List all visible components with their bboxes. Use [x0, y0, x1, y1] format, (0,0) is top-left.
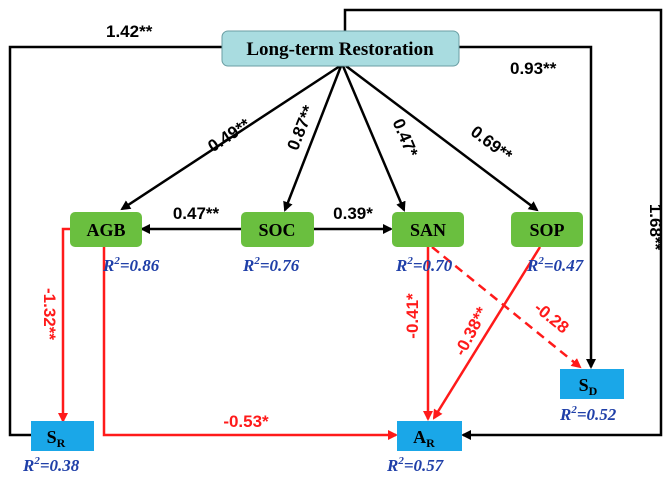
svg-text:SD: SD: [579, 375, 598, 398]
node-agb: AGB: [70, 212, 142, 247]
coef-agb-ar: -0.53*: [223, 412, 269, 431]
path-root-agb: [120, 64, 341, 211]
path-sop-ar: [432, 246, 542, 420]
coef-root-san: 0.47*: [389, 116, 422, 160]
node-sop: SOP: [511, 212, 583, 247]
path-san-sd: [431, 246, 582, 369]
coef-root-ar: 1.68**: [646, 204, 665, 251]
svg-text:SR: SR: [47, 427, 66, 450]
r2-sr: R2=0.38: [22, 455, 80, 475]
r2-san: R2=0.70: [395, 255, 453, 275]
svg-text:SOC: SOC: [258, 220, 295, 240]
coef-root-soc: 0.87**: [283, 103, 318, 153]
r2-agb: R2=0.86: [102, 255, 160, 275]
path-root-san: [341, 65, 406, 212]
path-agb-ar: [102, 247, 398, 440]
r2-sop: R2=0.47: [526, 255, 585, 275]
r2-ar: R2=0.57: [386, 455, 445, 475]
svg-text:Long-term Restoration: Long-term Restoration: [246, 39, 434, 60]
svg-text:AGB: AGB: [86, 220, 125, 240]
coef-soc-san: 0.39*: [333, 204, 373, 223]
coef-root-sd: 0.93**: [510, 59, 557, 78]
coef-san-ar: -0.41*: [403, 293, 422, 339]
r2-sd: R2=0.52: [559, 404, 617, 424]
path-root-sop: [345, 65, 539, 212]
svg-text:SAN: SAN: [410, 220, 446, 240]
coef-root-agb: 0.49**: [204, 115, 254, 156]
path-root-soc: [283, 65, 343, 212]
node-sd: SD: [560, 369, 624, 399]
coef-root-sop: 0.69**: [467, 122, 516, 165]
node-root: Long-term Restoration: [221, 30, 460, 67]
node-soc: SOC: [241, 212, 314, 247]
coef-soc-agb: 0.47**: [173, 204, 220, 223]
node-san: SAN: [392, 212, 464, 247]
coef-sop-ar: -0.38**: [451, 304, 492, 359]
path-root-ar: [343, 8, 663, 440]
r2-soc: R2=0.76: [242, 255, 300, 275]
path-root-sd: [459, 45, 596, 369]
node-ar: AR: [397, 421, 462, 451]
node-sr: SR: [31, 421, 94, 451]
coef-agb-sr: -1.32**: [40, 288, 59, 340]
svg-text:AR: AR: [413, 427, 435, 450]
svg-text:SOP: SOP: [529, 220, 564, 240]
path-agb-sr: [58, 227, 72, 423]
coef-san-sd: -0.28: [530, 298, 572, 337]
coef-root-sr: 1.42**: [106, 22, 153, 41]
